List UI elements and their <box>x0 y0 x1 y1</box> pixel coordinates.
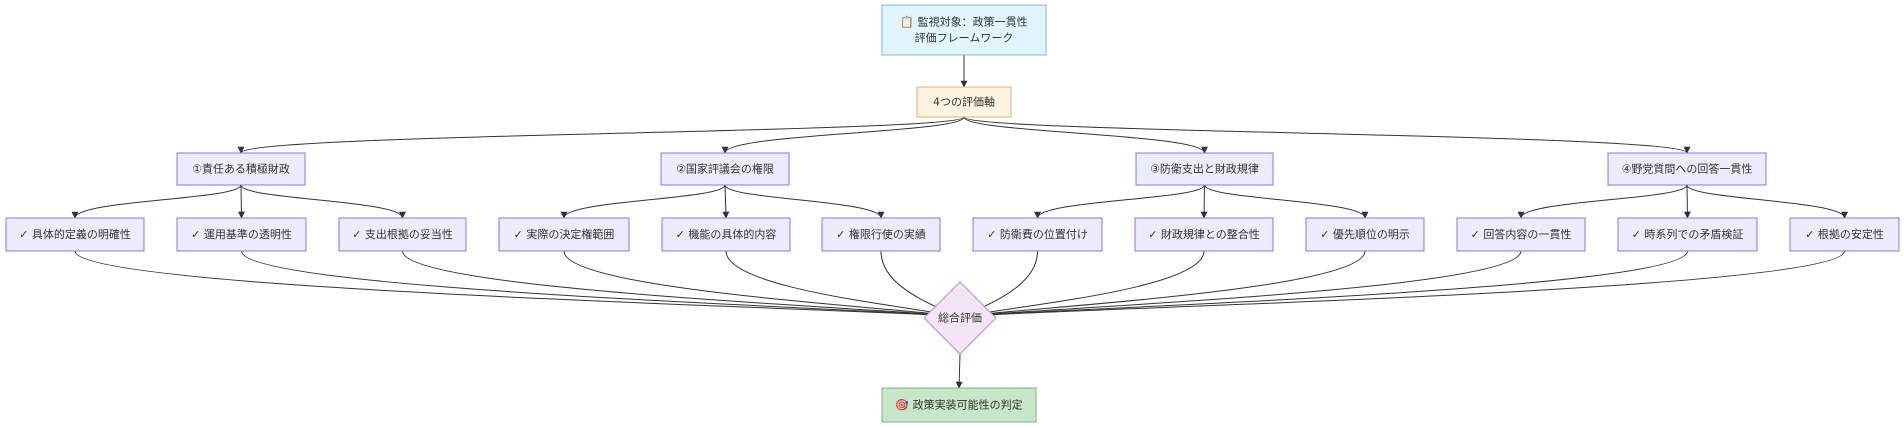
node-c4c-label-0: ✓ 根拠の安定性 <box>1805 227 1884 241</box>
node-root-label-1: 評価フレームワーク <box>915 31 1014 45</box>
node-eval-shape <box>923 281 997 355</box>
node-c2c: ✓ 権限行使の実績 <box>821 217 941 252</box>
edge-cat3-to-c3a <box>1034 184 1205 219</box>
node-c1b-shape <box>176 217 307 252</box>
node-eval-label-0: 総合評価 <box>938 311 982 325</box>
node-c3c-shape <box>1305 217 1425 252</box>
node-c4c: ✓ 根拠の安定性 <box>1789 217 1900 252</box>
node-eval: 総合評価 <box>923 281 997 355</box>
node-c3b-shape <box>1134 217 1274 252</box>
node-cat1-shape <box>176 152 306 186</box>
edge-cat1-to-c1b <box>237 184 245 219</box>
node-c3c-label-0: ✓ 優先順位の明示 <box>1320 227 1410 241</box>
edge-cat1-to-c1a <box>71 184 242 219</box>
node-c3a-shape <box>972 217 1103 252</box>
node-c3c: ✓ 優先順位の明示 <box>1305 217 1425 252</box>
node-c3a: ✓ 防衛費の位置付け <box>972 217 1103 252</box>
edge-c3b-to-eval <box>965 250 1205 319</box>
edge-axis-to-cat1 <box>237 116 965 154</box>
node-c4a-label-0: ✓ 回答内容の一貫性 <box>1471 227 1572 241</box>
node-c2a: ✓ 実際の決定権範囲 <box>498 217 630 252</box>
node-cat4: ④野党質問への回答一貫性 <box>1607 152 1767 186</box>
node-root-label-0: 📋 監視対象：政策一貫性 <box>900 15 1027 29</box>
node-c1a-shape <box>5 217 145 252</box>
node-cat2-label-0: ②国家評議会の権限 <box>676 162 774 176</box>
edge-cat2-to-c2c <box>724 184 885 219</box>
node-c1c: ✓ 支出根拠の妥当性 <box>338 217 467 252</box>
node-c1c-label-0: ✓ 支出根拠の妥当性 <box>352 227 453 241</box>
node-cat4-label-0: ④野党質問への回答一貫性 <box>1622 162 1753 176</box>
node-axis-shape <box>916 86 1012 118</box>
edge-c4c-to-eval <box>965 250 1845 320</box>
node-c2b-shape <box>661 217 791 252</box>
edge-cat4-to-c4c <box>1686 184 1848 219</box>
node-c3b-label-0: ✓ 財政規律との整合性 <box>1148 227 1260 241</box>
node-axis: 4つの評価軸 <box>916 86 1012 118</box>
edge-c1c-to-eval <box>402 250 955 319</box>
node-c4c-shape <box>1789 217 1900 252</box>
node-c4b-label-0: ✓ 時系列での矛盾検証 <box>1632 227 1744 241</box>
node-result-shape <box>881 387 1037 423</box>
edge-cat1-to-c1c <box>240 184 406 219</box>
node-cat3-label-0: ③防衛支出と財政規律 <box>1150 162 1259 176</box>
edge-cat4-to-c4a <box>1517 184 1688 219</box>
node-root-shape <box>881 4 1047 56</box>
edge-cat4-to-c4b <box>1683 184 1691 219</box>
node-cat4-shape <box>1607 152 1767 186</box>
node-axis-label-0: 4つの評価軸 <box>933 95 995 109</box>
edge-cat2-to-c2a <box>560 184 726 219</box>
edge-axis-to-cat3 <box>963 116 1208 154</box>
node-c2c-label-0: ✓ 権限行使の実績 <box>836 227 926 241</box>
node-c1b-label-0: ✓ 運用基準の透明性 <box>191 227 292 241</box>
edge-cat3-to-c3c <box>1204 184 1369 219</box>
node-c1a: ✓ 具体的定義の明確性 <box>5 217 145 252</box>
edge-cat2-to-c2b <box>722 184 730 219</box>
edge-c2a-to-eval <box>563 250 955 319</box>
node-cat3: ③防衛支出と財政規律 <box>1135 152 1274 186</box>
edge-axis-to-cat2 <box>721 116 965 154</box>
node-result: 🎯 政策実装可能性の判定 <box>881 387 1037 423</box>
edge-c4a-to-eval <box>965 250 1522 319</box>
edge-axis-to-cat4 <box>963 116 1691 154</box>
edge-c1a-to-eval <box>74 250 955 320</box>
node-c4b: ✓ 時系列での矛盾検証 <box>1617 217 1758 252</box>
node-c2a-label-0: ✓ 実際の決定権範囲 <box>514 227 615 241</box>
node-c2b-label-0: ✓ 機能の具体的内容 <box>676 227 777 241</box>
node-cat2: ②国家評議会の権限 <box>660 152 790 186</box>
edge-cat3-to-c3b <box>1200 184 1208 219</box>
node-c1c-shape <box>338 217 467 252</box>
node-c2b: ✓ 機能の具体的内容 <box>661 217 791 252</box>
edge-eval-to-result <box>955 353 963 389</box>
node-result-label-0: 🎯 政策実装可能性の判定 <box>895 398 1022 412</box>
edge-c3c-to-eval <box>965 250 1366 319</box>
edge-c4b-to-eval <box>965 250 1688 320</box>
edge-c1b-to-eval <box>241 250 955 320</box>
node-cat1-label-0: ①責任ある積極財政 <box>192 162 290 176</box>
node-cat1: ①責任ある積極財政 <box>176 152 306 186</box>
node-c1a-label-0: ✓ 具体的定義の明確性 <box>19 227 131 241</box>
node-c4a-shape <box>1456 217 1586 252</box>
node-cat3-shape <box>1135 152 1274 186</box>
node-c4b-shape <box>1617 217 1758 252</box>
node-c2c-shape <box>821 217 941 252</box>
node-c2a-shape <box>498 217 630 252</box>
node-c3a-label-0: ✓ 防衛費の位置付け <box>987 227 1088 241</box>
node-cat2-shape <box>660 152 790 186</box>
node-c3b: ✓ 財政規律との整合性 <box>1134 217 1274 252</box>
node-c4a: ✓ 回答内容の一貫性 <box>1456 217 1586 252</box>
node-c1b: ✓ 運用基準の透明性 <box>176 217 307 252</box>
